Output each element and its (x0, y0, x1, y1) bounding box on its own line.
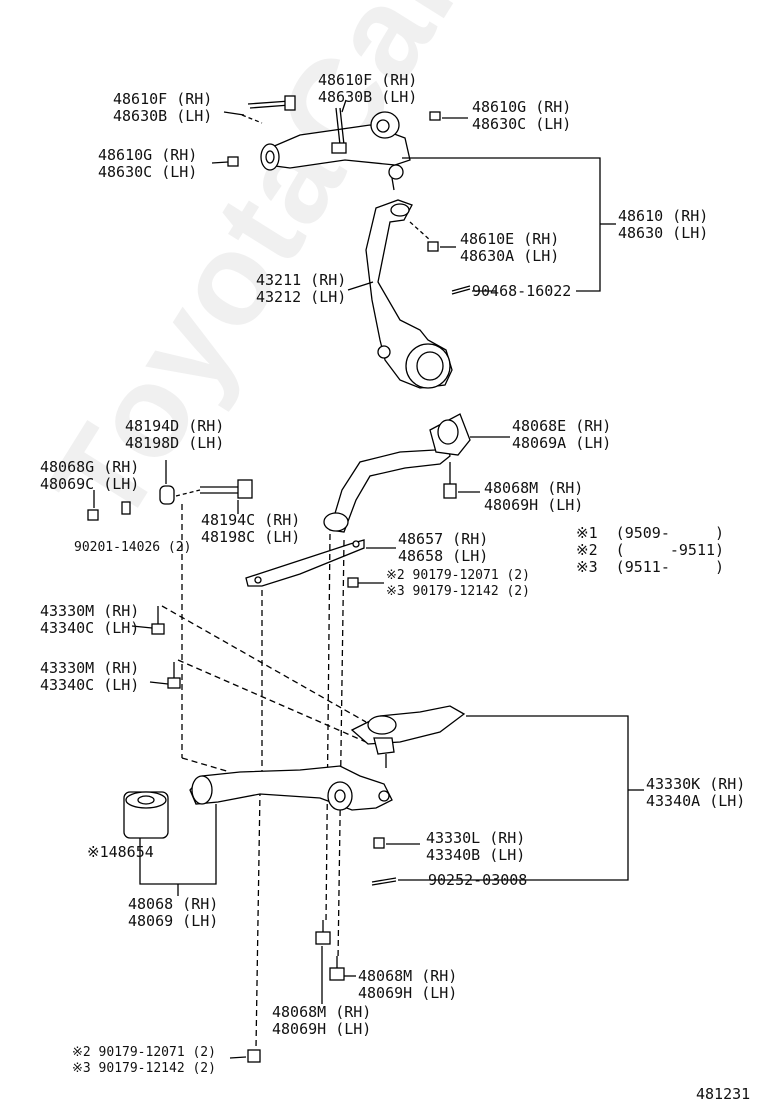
leader-line (229, 1056, 247, 1059)
label-48610f-top: 48610F (RH) 48630B (LH) (318, 71, 418, 106)
dashed-line (409, 221, 431, 241)
leader-line (211, 161, 229, 164)
label-48068m-top: 48068M (RH) 48069H (LH) (484, 479, 584, 514)
leader-line (223, 111, 245, 116)
notes: ※1 (9509- ) ※2 ( -9511) ※3 (9511- ) (576, 524, 725, 576)
dashed-line (241, 114, 263, 124)
nut-icon (87, 509, 99, 521)
label-48610f-left: 48610F (RH) 48630B (LH) (113, 90, 213, 125)
label-43330k: 43330K (RH) 43340A (LH) (646, 775, 746, 810)
label-90468: 90468-16022 (472, 282, 572, 300)
label-48610g-right: 48610G (RH) 48630C (LH) (472, 98, 572, 133)
long-bolt-icon (200, 479, 253, 499)
label-48068m-low: 48068M (RH) 48069H (LH) (272, 1003, 372, 1038)
brace-plate-icon (245, 539, 365, 587)
nut-icon (427, 241, 439, 252)
steering-knuckle-icon (365, 199, 453, 389)
nut-icon (347, 577, 359, 588)
lower-arm-icon (189, 765, 393, 811)
label-90252: 90252-03008 (428, 871, 528, 889)
bracket-line (402, 157, 601, 292)
label-90179-a: ※2 90179-12071 (2) ※3 90179-12142 (2) (386, 568, 530, 599)
label-43211: 43211 (RH) 43212 (LH) (256, 271, 347, 306)
label-48657: 48657 (RH) 48658 (LH) (398, 530, 489, 565)
label-48194c: 48194C (RH) 48198C (LH) (201, 511, 301, 546)
label-48610e: 48610E (RH) 48630A (LH) (460, 230, 560, 265)
label-48068e: 48068E (RH) 48069A (LH) (512, 417, 612, 452)
dashed-assembly-lines (161, 504, 367, 1049)
bolt-icon (315, 920, 331, 945)
label-48068m-mid: 48068M (RH) 48069H (LH) (358, 967, 458, 1002)
nut-icon (373, 837, 385, 849)
label-48068g: 48068G (RH) 48069C (LH) (40, 458, 140, 493)
bracket-line (398, 715, 629, 881)
bolt-icon (167, 662, 181, 689)
cotter-pin-icon (451, 285, 471, 295)
cotter-pin-icon (371, 877, 397, 886)
label-48068-bottom: 48068 (RH) 48069 (LH) (128, 895, 219, 930)
label-43330m-a: 43330M (RH) 43340C (LH) (40, 602, 140, 637)
nut-icon (227, 156, 239, 167)
upper-arm-vertical-bolt-icon (331, 107, 347, 154)
nut-icon (247, 1049, 261, 1063)
upper-arm-bolt-icon (247, 95, 296, 111)
label-43330l: 43330L (RH) 43340B (LH) (426, 829, 526, 864)
label-48610: 48610 (RH) 48630 (LH) (618, 207, 709, 242)
bushing-icon (123, 791, 169, 839)
label-48610g-left: 48610G (RH) 48630C (LH) (98, 146, 198, 181)
dashed-line (175, 489, 201, 497)
ball-joint-bolt-icon (443, 462, 457, 499)
leader-line (347, 281, 374, 291)
label-90201: 90201-14026 (2) (74, 540, 192, 555)
diagram-id: 481231 (696, 1085, 751, 1103)
bolt-icon (329, 956, 345, 981)
washer-icon (159, 485, 175, 505)
leader-line (341, 99, 347, 113)
nut-icon (429, 111, 441, 121)
strut-rod-icon (323, 413, 471, 533)
washer-icon (121, 501, 131, 515)
bolt-icon (151, 606, 165, 635)
label-148654: ※148654 (87, 843, 154, 861)
leader-line (149, 681, 169, 685)
label-43330m-b: 43330M (RH) 43340C (LH) (40, 659, 140, 694)
leader-line (131, 625, 153, 629)
lower-ball-joint-icon (350, 705, 466, 768)
label-48194d: 48194D (RH) 48198D (LH) (125, 417, 225, 452)
label-90179-b: ※2 90179-12071 (2) ※3 90179-12142 (2) (72, 1045, 216, 1076)
